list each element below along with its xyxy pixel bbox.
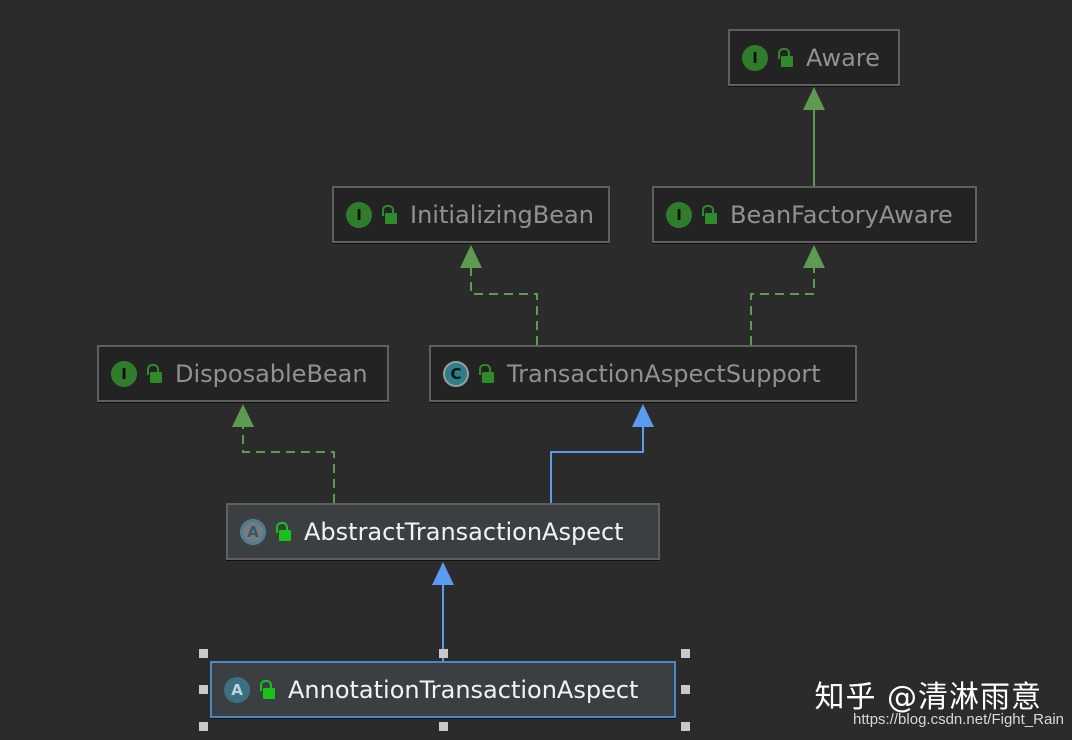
interface-icon: I: [346, 201, 372, 228]
arrowhead-disposablebean: [232, 404, 254, 427]
arrowhead-tas: [632, 404, 654, 427]
selection-handle-bottom-right[interactable]: [681, 722, 690, 731]
node-disposablebean[interactable]: I DisposableBean: [97, 345, 389, 402]
node-initializingbean-label: InitializingBean: [410, 200, 594, 229]
edge-ata-tas: [550, 427, 644, 503]
node-annotationtransactionaspect[interactable]: A AnnotationTransactionAspect: [210, 661, 676, 718]
node-aware-label: Aware: [806, 43, 880, 72]
node-aware[interactable]: I Aware: [728, 29, 900, 86]
watermark-url: https://blog.csdn.net/Fight_Rain: [853, 711, 1064, 728]
public-lock-icon: [776, 47, 794, 69]
interface-icon: I: [111, 360, 137, 387]
public-lock-icon: [145, 363, 163, 385]
selection-handle-bottom-center[interactable]: [439, 722, 448, 731]
arrowhead-aware: [803, 87, 825, 110]
selection-handle-top-center[interactable]: [439, 649, 448, 658]
aspect-icon: A: [224, 676, 250, 703]
edge-tas-beanfactoryaware: [750, 268, 815, 345]
interface-icon: I: [666, 201, 692, 228]
node-disposablebean-label: DisposableBean: [175, 359, 368, 388]
arrowhead-abstract: [432, 562, 454, 585]
edge-ata-disposablebean: [242, 427, 335, 503]
public-lock-icon: [700, 204, 718, 226]
interface-icon: I: [742, 44, 768, 71]
public-lock-icon: [258, 679, 276, 701]
arrowhead-initializingbean: [460, 245, 482, 268]
node-transactionaspectsupport-label: TransactionAspectSupport: [507, 359, 821, 388]
aspect-icon: A: [240, 518, 266, 545]
public-lock-icon: [380, 204, 398, 226]
arrowhead-beanfactoryaware: [803, 245, 825, 268]
selection-handle-top-left[interactable]: [199, 649, 208, 658]
node-beanfactoryaware-label: BeanFactoryAware: [730, 200, 953, 229]
public-lock-icon: [477, 363, 495, 385]
node-initializingbean[interactable]: I InitializingBean: [332, 186, 610, 243]
node-abstracttransactionaspect-label: AbstractTransactionAspect: [304, 517, 624, 546]
class-icon: C: [443, 360, 469, 387]
node-abstracttransactionaspect[interactable]: A AbstractTransactionAspect: [226, 503, 660, 560]
watermark-text: 知乎 @清淋雨意: [814, 680, 1042, 715]
selection-handle-middle-right[interactable]: [681, 685, 690, 694]
selection-handle-top-right[interactable]: [681, 649, 690, 658]
node-annotationtransactionaspect-label: AnnotationTransactionAspect: [288, 675, 639, 704]
node-beanfactoryaware[interactable]: I BeanFactoryAware: [652, 186, 977, 243]
node-transactionaspectsupport[interactable]: C TransactionAspectSupport: [429, 345, 857, 402]
selection-handle-bottom-left[interactable]: [199, 722, 208, 731]
selection-handle-middle-left[interactable]: [199, 685, 208, 694]
edge-tas-initializingbean: [470, 268, 538, 345]
public-lock-icon: [274, 521, 292, 543]
